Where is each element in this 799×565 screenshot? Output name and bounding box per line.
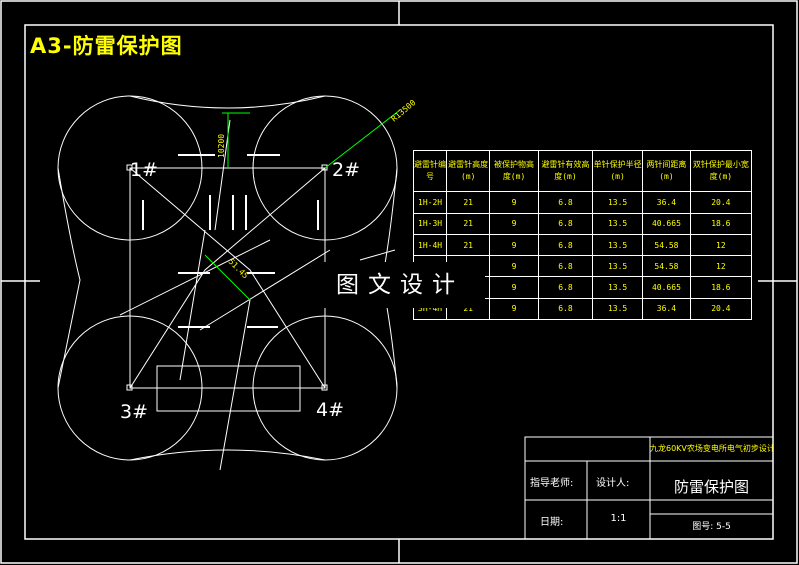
title-block-advisor-label: 指导老师: [530,478,574,489]
drawing-title: A3-防雷保护图 [30,34,183,58]
title-block-drawing-number: 图号: 5-5 [692,522,731,532]
table-cell: 13.5 [592,233,644,257]
table-cell: 18.6 [689,212,753,235]
table-cell: 6.8 [537,233,594,257]
table-cell: 1H-3H [412,212,448,235]
table-cell: 1H-2H [412,191,448,214]
table-header-row: 避雷针编号 避雷针高度(m) 被保护物高度(m) 避雷针有效高度(m) 单针保护… [412,149,753,193]
table-cell: 20.4 [689,191,753,214]
title-block-scale: 1:1 [610,513,627,524]
diagonal-lines [119,119,396,471]
dimension-vertical-label: 10200 [217,134,226,158]
watermark-text: 图文设计 [315,262,485,308]
table-cell: 6.8 [537,255,594,278]
dimension-radius-line [324,109,401,169]
table-cell: 36.4 [642,297,691,321]
title-block-project: 九龙60KV农场变电所电气初步设计 [650,444,773,453]
table-row: 1H-4H 21 9 6.8 13.5 54.58 12 [412,233,753,257]
table-cell: 13.5 [592,212,644,235]
table-cell: 12 [689,233,753,257]
header-cell: 避雷针编号 [412,149,448,193]
table-cell: 6.8 [537,297,594,321]
table-cell: 1H-4H [412,233,448,257]
table-cell: 6.8 [537,212,594,235]
table-cell: 20.4 [689,297,753,321]
header-cell: 避雷针有效高度(m) [537,149,594,193]
rod-label-1: 1# [130,159,158,181]
title-block [524,436,774,540]
dimension-vertical-line [222,112,250,168]
rod-label-4: 4# [316,399,344,421]
table-cell: 36.4 [642,191,691,214]
table-cell: 12 [689,255,753,278]
table-cell: 6.8 [537,191,594,214]
table-cell: 54.58 [642,255,691,278]
header-cell: 两针间距离(m) [642,149,691,193]
title-block-designer-label: 设计人: [596,478,630,489]
table-row: 1H-2H 21 9 6.8 13.5 36.4 20.4 [412,191,753,214]
building-outline [156,365,301,412]
table-row: 1H-3H 21 9 6.8 13.5 40.665 18.6 [412,212,753,235]
table-cell: 9 [489,255,539,278]
table-cell: 9 [489,233,539,257]
table-cell: 9 [489,297,539,321]
table-cell: 21 [446,191,491,214]
dimension-diagonal-line [204,254,251,301]
table-cell: 9 [489,276,539,299]
table-cell: 18.6 [689,276,753,299]
hatch-marks [142,154,319,328]
table-cell: 54.58 [642,233,691,257]
header-cell: 双针保护最小宽度(m) [689,149,753,193]
protection-envelope [57,95,398,461]
title-block-date-label: 日期: [540,517,564,528]
title-block-drawing-name: 防雷保护图 [673,478,749,496]
header-cell: 被保护物高度(m) [489,149,539,193]
rod-label-2: 2# [332,159,360,181]
table-cell: 13.5 [592,276,644,299]
table-cell: 9 [489,212,539,235]
header-cell: 单针保护半径(m) [592,149,644,193]
rod-label-3: 3# [120,401,148,423]
table-cell: 13.5 [592,255,644,278]
table-cell: 13.5 [592,297,644,321]
table-cell: 13.5 [592,191,644,214]
header-cell: 避雷针高度(m) [446,149,491,193]
table-cell: 40.665 [642,212,691,235]
table-cell: 9 [489,191,539,214]
table-cell: 21 [446,212,491,235]
table-cell: 40.665 [642,276,691,299]
table-cell: 6.8 [537,276,594,299]
table-cell: 21 [446,233,491,257]
dimension-radius-label: R13500 [390,98,418,124]
